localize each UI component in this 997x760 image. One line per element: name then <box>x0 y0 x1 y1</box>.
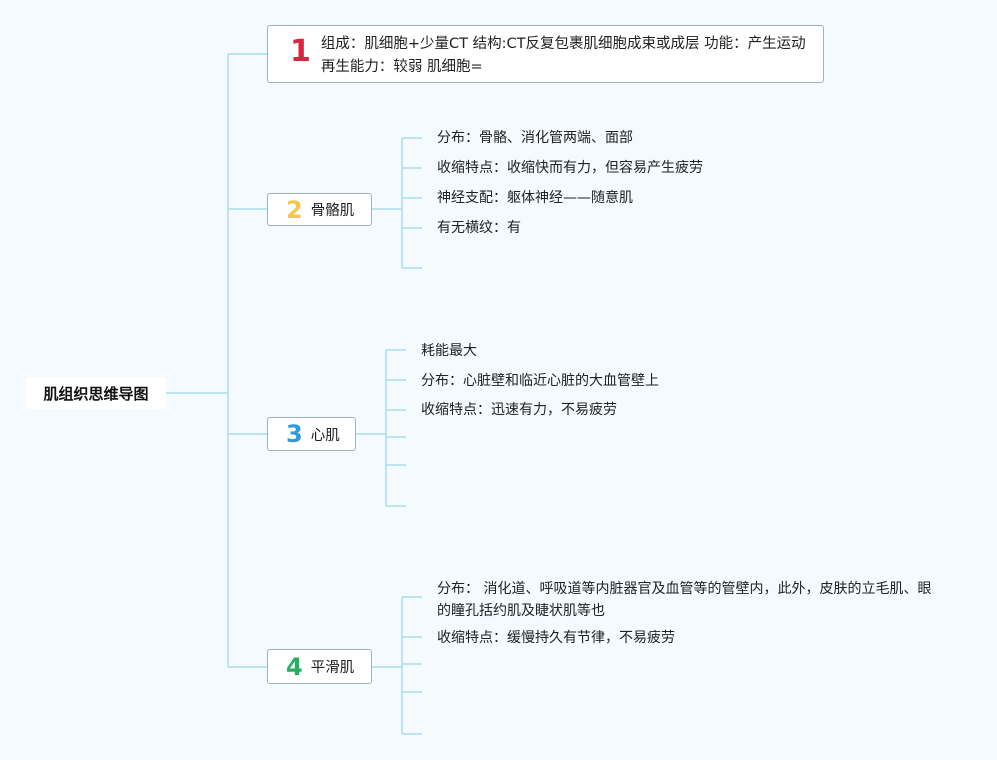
skeletal-leaf-4[interactable]: 有无横纹：有 <box>437 220 521 236</box>
branch-node-skeletal[interactable]: 2 骨骼肌 <box>267 193 372 226</box>
cardiac-leaf-1[interactable]: 耗能最大 <box>421 343 477 359</box>
branch-1-label: 组成：肌细胞+少量CT 结构:CT反复包裹肌细胞成束或成层 功能：产生运动 再生… <box>320 36 806 75</box>
branch-3-label: 心肌 <box>310 427 340 444</box>
root-title: 肌组织思维导图 <box>43 384 149 403</box>
smooth-leaf-2[interactable]: 收缩特点：缓慢持久有节律，不易疲劳 <box>437 630 675 646</box>
root-node[interactable]: 肌组织思维导图 <box>26 377 166 409</box>
branch-node-cardiac[interactable]: 3 心肌 <box>267 417 356 451</box>
skeletal-leaf-1[interactable]: 分布：骨骼、消化管两端、面部 <box>437 130 633 146</box>
number-4-icon: 4 <box>286 652 303 681</box>
number-1-icon: 1 <box>290 34 311 69</box>
branch-node-1[interactable]: 1 组成：肌细胞+少量CT 结构:CT反复包裹肌细胞成束或成层 功能：产生运动 … <box>267 25 824 83</box>
cardiac-leaf-2[interactable]: 分布：心脏壁和临近心脏的大血管壁上 <box>421 373 659 389</box>
number-2-icon: 2 <box>286 195 303 224</box>
branch-node-smooth[interactable]: 4 平滑肌 <box>267 649 372 684</box>
smooth-leaf-1[interactable]: 分布： 消化道、呼吸道等内脏器官及血管等的管壁内，此外，皮肤的立毛肌、眼的瞳孔括… <box>437 581 932 619</box>
branch-4-label: 平滑肌 <box>310 660 355 676</box>
cardiac-leaf-3[interactable]: 收缩特点：迅速有力，不易疲劳 <box>421 402 617 418</box>
skeletal-leaf-2[interactable]: 收缩特点：收缩快而有力，但容易产生疲劳 <box>437 160 703 176</box>
number-3-icon: 3 <box>286 420 303 448</box>
branch-2-label: 骨骼肌 <box>310 203 355 219</box>
skeletal-leaf-3[interactable]: 神经支配：躯体神经——随意肌 <box>437 190 633 206</box>
